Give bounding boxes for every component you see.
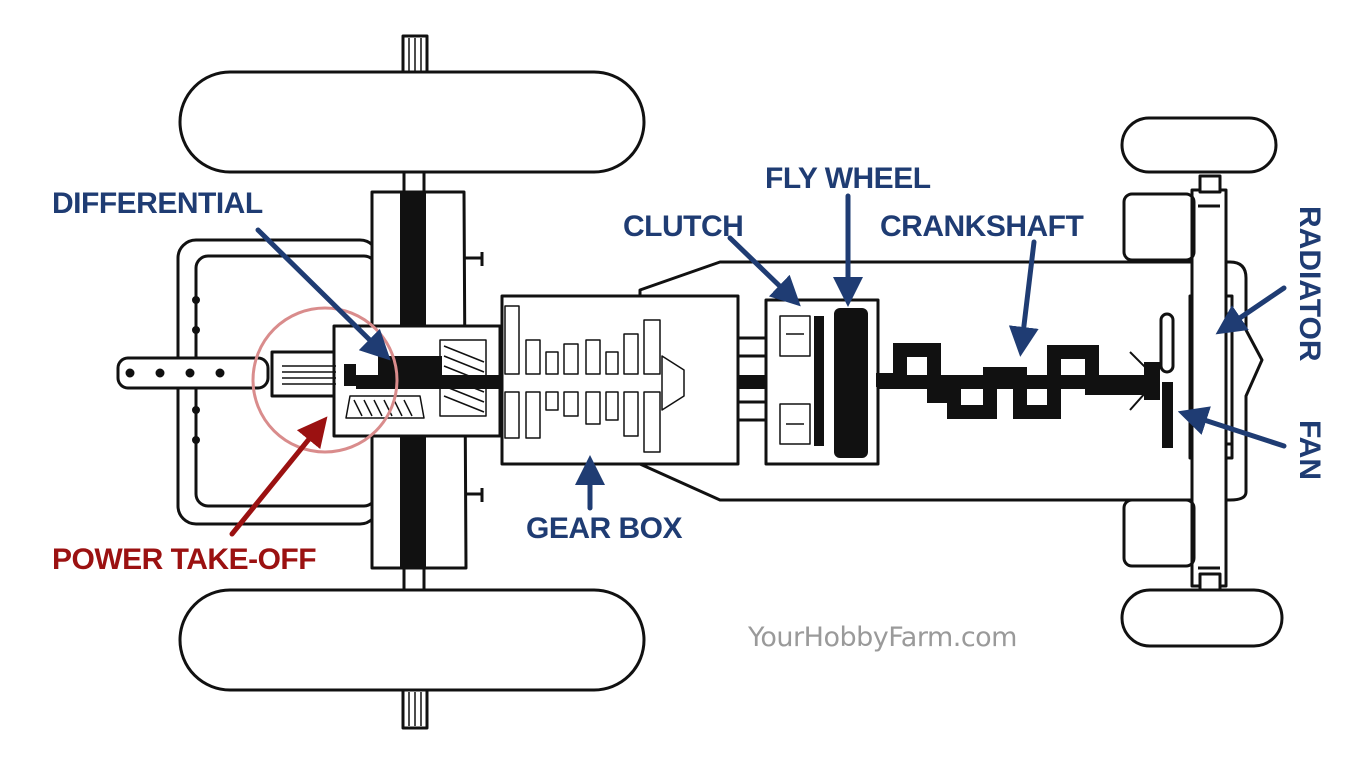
watermark: YourHobbyFarm.com bbox=[748, 622, 1018, 653]
gear-box-housing bbox=[500, 294, 740, 466]
fan-label: FAN bbox=[1293, 420, 1326, 480]
engine-block bbox=[638, 260, 1264, 502]
rear-wheel-top bbox=[178, 70, 646, 174]
fan-arrow bbox=[1177, 406, 1287, 449]
crankshaft bbox=[876, 343, 1146, 419]
crankshaft-arrow bbox=[1008, 239, 1039, 357]
crankshaft-label: CRANKSHAFT bbox=[880, 210, 1084, 243]
power-take-off-arrow bbox=[229, 416, 328, 537]
fly-wheel bbox=[834, 308, 868, 458]
differential-label: DIFFERENTIAL bbox=[52, 187, 263, 220]
gear-box-label: GEAR BOX bbox=[526, 512, 683, 545]
clutch-plate bbox=[814, 316, 824, 446]
clutch-label: CLUTCH bbox=[623, 210, 744, 243]
front-axle bbox=[1190, 188, 1228, 588]
fan-blade bbox=[1159, 312, 1175, 374]
differential-arrow bbox=[255, 227, 391, 361]
front-wheel-bottom bbox=[1120, 588, 1284, 648]
fly-wheel-label: FLY WHEEL bbox=[765, 162, 931, 195]
front-wheel-top bbox=[1120, 116, 1278, 174]
pto-highlight-circle bbox=[251, 306, 399, 454]
radiator-label: RADIATOR bbox=[1293, 206, 1326, 362]
radiator-arrow bbox=[1215, 285, 1287, 335]
front-frame-top bbox=[1122, 192, 1196, 262]
front-frame-bottom bbox=[1122, 498, 1196, 568]
power-take-off-label: POWER TAKE-OFF bbox=[52, 543, 317, 576]
clutch-arrow bbox=[727, 235, 801, 307]
rear-wheel-bottom bbox=[178, 588, 646, 692]
main-drive-shaft bbox=[356, 375, 1146, 389]
fan-hub bbox=[1162, 382, 1173, 448]
